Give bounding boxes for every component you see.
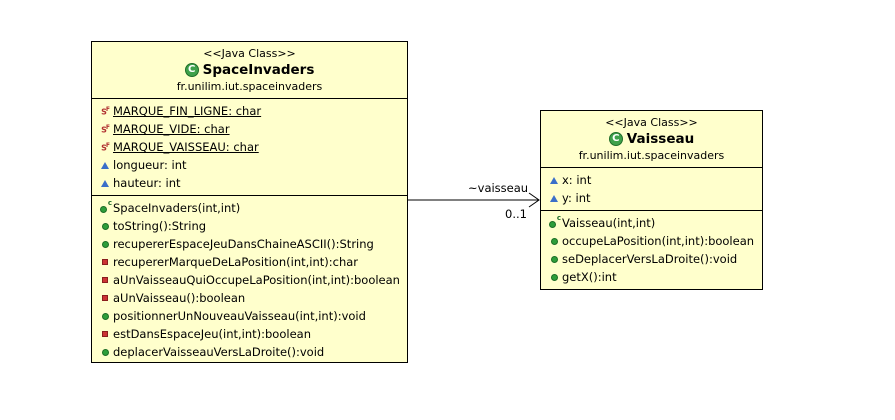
- method-text: aUnVaisseau():boolean: [113, 291, 246, 305]
- package-label: fr.unilim.iut.spaceinvaders: [176, 80, 323, 93]
- method-row[interactable]: recupererMarqueDeLaPosition(int,int):cha…: [98, 253, 403, 271]
- attribute-text: x: int: [562, 173, 592, 187]
- public-visibility-icon: [550, 273, 558, 281]
- method-row[interactable]: getX():int: [547, 268, 758, 286]
- attribute-text: MARQUE_FIN_LIGNE: char: [113, 104, 262, 118]
- class-icon: C: [184, 63, 199, 77]
- constructor-icon: c: [549, 214, 561, 228]
- method-row[interactable]: positionnerUnNouveauVaisseau(int,int):vo…: [98, 307, 403, 325]
- attribute-text: MARQUE_VAISSEAU: char: [113, 140, 259, 154]
- class-name: C Vaisseau: [543, 130, 760, 148]
- public-visibility-icon: [550, 255, 558, 263]
- class-header: <<Java Class>> C SpaceInvaders fr.unilim…: [92, 42, 407, 99]
- method-text: estDansEspaceJeu(int,int):boolean: [113, 327, 311, 341]
- package-visibility-icon: [101, 161, 109, 169]
- public-visibility-icon: [101, 348, 109, 356]
- method-row[interactable]: estDansEspaceJeu(int,int):boolean: [98, 325, 403, 343]
- method-row[interactable]: occupeLaPosition(int,int):boolean: [547, 232, 758, 250]
- method-text: deplacerVaisseauVersLaDroite():void: [113, 345, 325, 359]
- class-name: C SpaceInvaders: [94, 61, 405, 79]
- method-text: toString():String: [113, 219, 207, 233]
- class-vaisseau[interactable]: <<Java Class>> C Vaisseau fr.unilim.iut.…: [540, 110, 763, 290]
- attribute-text: longueur: int: [113, 158, 187, 172]
- private-visibility-icon: [102, 277, 108, 283]
- class-header: <<Java Class>> C Vaisseau fr.unilim.iut.…: [541, 111, 762, 168]
- static-final-field-icon: SF: [101, 141, 110, 153]
- method-text: positionnerUnNouveauVaisseau(int,int):vo…: [113, 309, 366, 323]
- public-visibility-icon: [550, 237, 558, 245]
- method-text: aUnVaisseauQuiOccupeLaPosition(int,int):…: [113, 273, 400, 287]
- method-text: occupeLaPosition(int,int):boolean: [562, 234, 755, 248]
- public-visibility-icon: [101, 312, 109, 320]
- method-text: Vaisseau(int,int): [562, 216, 656, 230]
- association-multiplicity-label: 0..1: [505, 207, 527, 221]
- method-text: recupererEspaceJeuDansChaineASCII():Stri…: [113, 237, 374, 251]
- private-visibility-icon: [102, 295, 108, 301]
- attribute-row[interactable]: hauteur: int: [98, 174, 403, 192]
- method-row[interactable]: aUnVaisseau():boolean: [98, 289, 403, 307]
- method-text: SpaceInvaders(int,int): [113, 201, 241, 215]
- attribute-text: hauteur: int: [113, 176, 181, 190]
- method-text: recupererMarqueDeLaPosition(int,int):cha…: [113, 255, 359, 269]
- attribute-text: MARQUE_VIDE: char: [113, 122, 230, 136]
- stereotype-label: <<Java Class>>: [605, 116, 698, 129]
- attributes-section: x: int y: int: [541, 168, 762, 211]
- navigability-arrowhead-icon: [528, 192, 540, 208]
- class-name-text: Vaisseau: [626, 131, 695, 147]
- association-role-label: ~vaisseau: [468, 181, 529, 195]
- method-row[interactable]: aUnVaisseauQuiOccupeLaPosition(int,int):…: [98, 271, 403, 289]
- class-icon: C: [608, 132, 623, 146]
- method-row[interactable]: deplacerVaisseauVersLaDroite():void: [98, 343, 403, 361]
- static-final-field-icon: SF: [101, 123, 110, 135]
- private-visibility-icon: [102, 331, 108, 337]
- private-visibility-icon: [102, 259, 108, 265]
- method-text: seDeplacerVersLaDroite():void: [562, 252, 738, 266]
- method-row[interactable]: recupererEspaceJeuDansChaineASCII():Stri…: [98, 235, 403, 253]
- attribute-row[interactable]: x: int: [547, 171, 758, 189]
- class-name-text: SpaceInvaders: [202, 62, 315, 78]
- package-visibility-icon: [550, 194, 558, 202]
- class-spaceinvaders[interactable]: <<Java Class>> C SpaceInvaders fr.unilim…: [91, 41, 408, 363]
- public-visibility-icon: [101, 240, 109, 248]
- constructor-icon: c: [100, 199, 112, 213]
- method-row[interactable]: seDeplacerVersLaDroite():void: [547, 250, 758, 268]
- package-label: fr.unilim.iut.spaceinvaders: [578, 149, 725, 162]
- stereotype-label: <<Java Class>>: [203, 47, 296, 60]
- method-row[interactable]: toString():String: [98, 217, 403, 235]
- public-visibility-icon: [101, 222, 109, 230]
- method-text: getX():int: [562, 270, 617, 284]
- static-final-field-icon: SF: [101, 105, 110, 117]
- package-visibility-icon: [101, 179, 109, 187]
- attribute-row[interactable]: longueur: int: [98, 156, 403, 174]
- attribute-text: y: int: [562, 191, 591, 205]
- package-visibility-icon: [550, 176, 558, 184]
- attribute-row[interactable]: y: int: [547, 189, 758, 207]
